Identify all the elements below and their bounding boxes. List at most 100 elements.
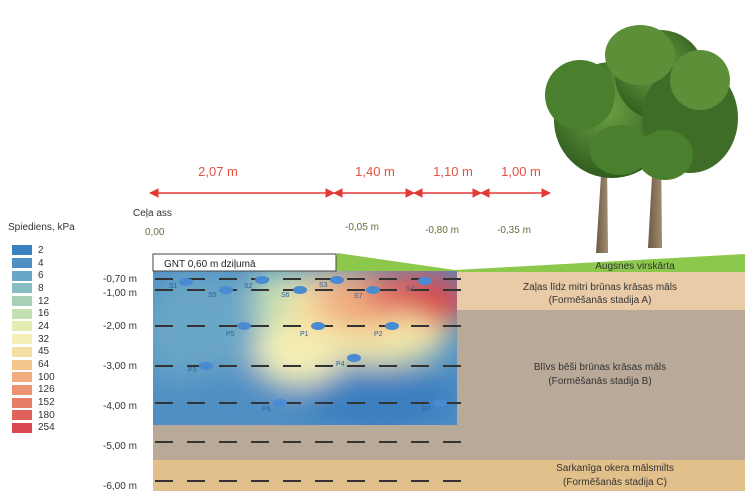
legend-label: 6 [38,270,44,282]
layer-label: Zaļas līdz mitri brūnas krāsas māls [523,282,677,293]
sensor-marker: S3 [319,276,344,289]
distance-label: 2,07 m [198,164,238,179]
distance-label: 1,00 m [501,164,541,179]
legend-item: 152 [12,396,55,409]
sensor-label: P2 [374,331,383,338]
layer-label: (Formēšanās stadija A) [549,295,652,306]
legend-label: 32 [38,333,50,345]
legend-item: 254 [12,422,55,435]
elevation-label: -0,80 m [425,225,459,236]
legend-swatch [12,308,32,319]
legend-swatch [12,422,32,433]
elevation-label: -0,35 m [497,225,531,236]
layer-label: Blīvs bēši brūnas krāsas māls [534,362,666,373]
legend-swatch [12,397,32,408]
sensor-label: P4 [336,361,345,368]
legend-item: 16 [12,307,55,320]
legend-item: 180 [12,409,55,422]
sensor-label: P6 [262,406,271,413]
layer-label: (Formēšanās stadija C) [563,477,667,488]
legend-item: 6 [12,269,55,282]
legend-swatch [12,410,32,421]
legend-label: 126 [38,384,55,396]
sensor-marker: P2 [374,322,399,338]
distance-label: 1,10 m [433,164,473,179]
sensor-marker: S6 [281,286,307,299]
topsoil-band [153,253,745,272]
sensor-label: P3 [188,367,197,374]
legend-label: 16 [38,308,50,320]
sensor-label: S5 [208,292,217,299]
legend-label: 12 [38,295,50,307]
elevation-label: 0,00 [145,227,165,238]
sensor-marker: P4 [336,354,361,368]
legend-title: Spiediens, kPa [8,222,75,233]
legend-label: 4 [38,257,44,269]
legend-swatch [12,258,32,269]
legend-item: 32 [12,333,55,346]
sensor-label: S2 [244,283,253,290]
legend-swatch [12,245,32,256]
legend-swatch [12,384,32,395]
sensor-group: S1 S5 S2 S6 S3 S7 S4 P5 P1 P2 P3 P4 P6 P… [169,276,447,413]
legend-label: 64 [38,359,50,371]
depth-label: -1,00 m [103,288,137,299]
legend-item: 24 [12,320,55,333]
legend-label: 180 [38,409,55,421]
layer-label: Augsnes virskārta [595,261,675,272]
sensor-marker: P7 [422,399,447,413]
sensor-label: P7 [422,406,431,413]
legend-swatch [12,321,32,332]
depth-label: -2,00 m [103,321,137,332]
legend-item: 12 [12,295,55,308]
layer-label: Sarkanīga okera mālsmilts [556,463,674,474]
sensor-label: P1 [300,331,309,338]
depth-label: -6,00 m [103,481,137,491]
sensor-marker: P6 [262,399,287,413]
legend-swatch [12,359,32,370]
sensor-marker: S1 [169,278,193,290]
depth-label: -5,00 m [103,441,137,452]
legend-item: 45 [12,346,55,359]
distance-label: 1,40 m [355,164,395,179]
legend-item: 100 [12,371,55,384]
sensor-marker: S5 [208,286,233,299]
legend-item: 2 [12,244,55,257]
legend-swatch [12,346,32,357]
sensor-marker: P5 [226,322,251,338]
legend-label: 2 [38,244,44,256]
tree-illustration [545,25,738,253]
sensor-label: S3 [319,282,328,289]
sensor-label: S4 [406,286,415,293]
gnt-road-band [152,253,337,272]
legend-item: 64 [12,358,55,371]
sensor-marker: P3 [188,362,213,374]
legend-swatch [12,296,32,307]
legend-label: 45 [38,346,50,358]
depth-label: -3,00 m [103,361,137,372]
legend-swatch [12,334,32,345]
sensor-label: S7 [354,293,363,300]
layer-c-band [153,460,745,491]
sensor-marker: S2 [244,276,269,290]
sensor-label: P5 [226,331,235,338]
legend-label: 8 [38,282,44,294]
legend-label: 100 [38,371,55,383]
legend-swatch [12,283,32,294]
legend-label: 254 [38,422,55,434]
legend-label: 152 [38,397,55,409]
legend-item: 4 [12,257,55,270]
legend-item: 126 [12,384,55,397]
depth-lines [155,278,470,482]
legend-item: 8 [12,282,55,295]
sensor-label: S1 [169,283,178,290]
pressure-heatmap [153,271,457,425]
legend-swatch [12,372,32,383]
legend-label: 24 [38,320,50,332]
road-axis-label: Ceļa ass [133,208,172,219]
layer-label: (Formēšanās stadija B) [548,376,651,387]
sensor-marker: S7 [354,286,380,300]
sensor-marker: P1 [300,322,325,338]
